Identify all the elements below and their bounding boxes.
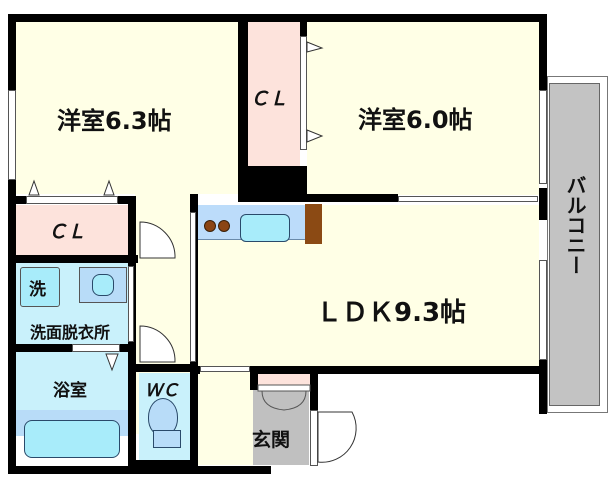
- kitchen-sink: [240, 214, 290, 242]
- outer-wall-bottom: [8, 466, 271, 474]
- wall-closet-bottom: [238, 166, 307, 196]
- wall-room1-bottom-right: [118, 196, 136, 204]
- closet-left-door: [26, 196, 118, 204]
- room-label-ldk: ＬＤＫ9.3帖: [316, 298, 467, 328]
- wall-entrance-top: [190, 366, 200, 374]
- shoe-cabinet: [258, 374, 310, 386]
- room-label-balcony: バルコニー: [563, 175, 587, 275]
- stove-burner-icon: [204, 220, 216, 232]
- sliding-door-hall-ldk: [190, 212, 196, 362]
- wall-hall-wc: [128, 364, 198, 372]
- closet-left: [16, 205, 128, 255]
- room-label-closet-upper: ＣＬ: [250, 88, 289, 110]
- wall-closet-washroom: [8, 255, 138, 263]
- wall-wc-bottom: [136, 460, 192, 466]
- balcony: [549, 83, 600, 406]
- western-room-2: [307, 22, 539, 195]
- outer-wall-top: [8, 14, 547, 22]
- ldk-bottom-wall: [310, 366, 547, 374]
- outer-wall-right-lower: [539, 188, 547, 220]
- room-label-entrance: 玄関: [252, 429, 291, 451]
- entrance-door-frame: [310, 410, 318, 466]
- western-room-1: [16, 22, 238, 194]
- wall-entrance-right: [310, 366, 318, 410]
- bathtub: [24, 420, 120, 458]
- room-label-closet-left: ＣＬ: [48, 221, 87, 243]
- wall-room1-bottom: [8, 196, 26, 204]
- washbasin-bowl: [92, 274, 114, 296]
- hall-lower-floor: [198, 375, 253, 465]
- window-ldk-right: [539, 260, 547, 360]
- bath-door: [72, 344, 120, 352]
- wall-room2-ldk: [238, 194, 398, 202]
- room-label-toilet: ＷＣ: [145, 381, 179, 401]
- wall-entrance-box-left: [250, 366, 258, 390]
- room-label-bathroom: 浴室: [53, 381, 87, 401]
- refrigerator: [305, 204, 322, 244]
- wall-closet-right: [300, 22, 307, 36]
- wall-entrance-box-top: [250, 366, 312, 374]
- washing-machine: [20, 267, 60, 307]
- toilet-tank-icon: [153, 430, 181, 448]
- sliding-door-washroom: [128, 266, 134, 342]
- wall-washroom-bath-r: [120, 344, 136, 352]
- room-label-washroom: 洗面脱衣所: [30, 323, 111, 342]
- outer-wall-left: [8, 14, 16, 474]
- room-label-washing-machine: 洗: [29, 280, 46, 300]
- closet-upper: [248, 22, 300, 166]
- wall-washroom-bath: [8, 344, 72, 352]
- outer-wall-right-bottom: [539, 360, 547, 414]
- room-label-western-2: 洋室6.0帖: [358, 106, 473, 134]
- sliding-door-ldk-hall: [200, 366, 250, 372]
- window-room2-right: [539, 90, 547, 184]
- room-label-western-1: 洋室6.3帖: [57, 107, 172, 135]
- window-room1-left: [8, 90, 16, 180]
- wall-wc-right: [190, 364, 198, 466]
- sliding-door-room2-ldk: [398, 196, 538, 202]
- wall-room1-room2: [238, 14, 248, 194]
- stove-burner-icon: [218, 220, 230, 232]
- toilet-bowl-icon: [148, 398, 178, 436]
- closet-upper-door: [300, 36, 307, 150]
